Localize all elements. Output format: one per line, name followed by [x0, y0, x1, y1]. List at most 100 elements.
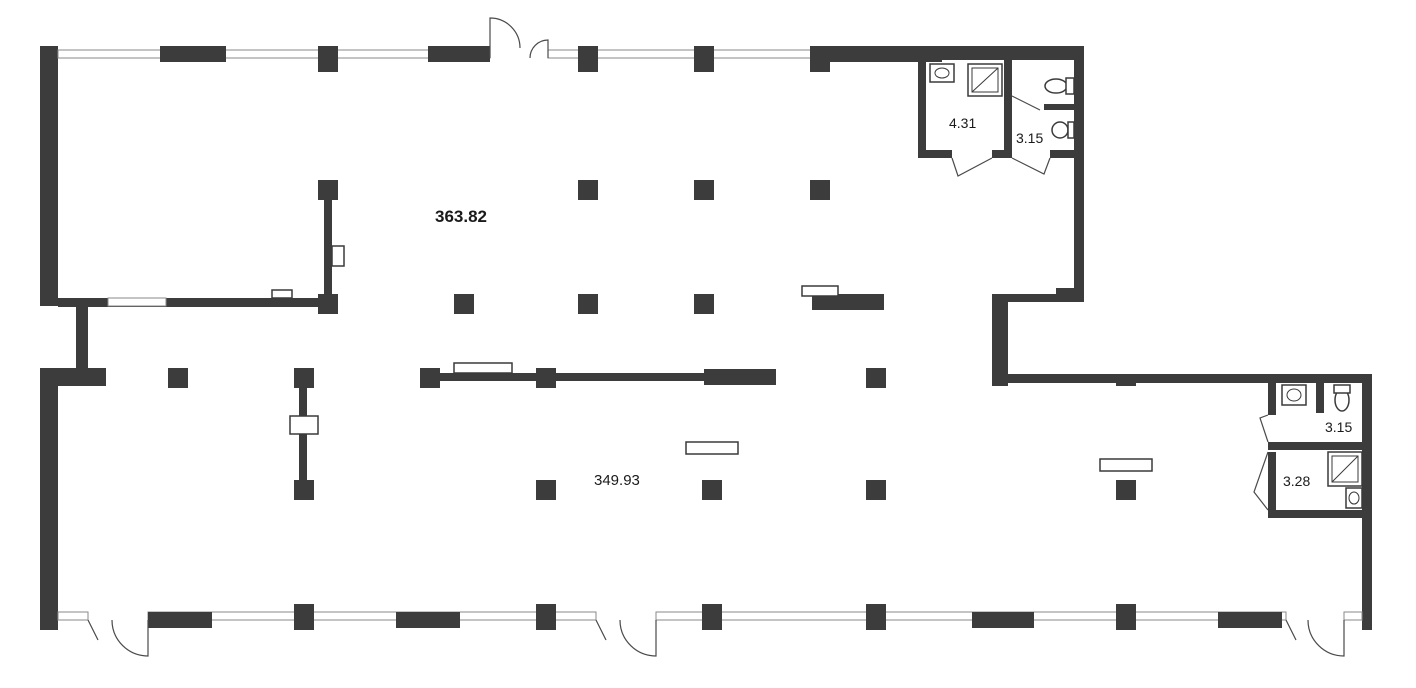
wall-wc2-divider-h	[1268, 442, 1372, 450]
radiator	[1099, 458, 1153, 472]
wall-top-seg-4	[578, 46, 598, 72]
wall-post	[1056, 288, 1074, 296]
area-label-hall-upper: 363.82	[435, 207, 487, 226]
column	[694, 180, 714, 200]
column	[454, 294, 474, 314]
column	[420, 368, 440, 388]
window-bottom-3	[655, 611, 1287, 621]
sink-icon	[1345, 487, 1363, 509]
toilet-icon	[1044, 77, 1075, 95]
door-swing-icon	[1259, 414, 1269, 443]
sink-icon	[929, 63, 955, 83]
column	[810, 180, 830, 200]
wall-bot-seg-1	[148, 612, 212, 628]
doors	[87, 17, 1345, 657]
shower-icon	[967, 63, 1003, 97]
wall-wc1-divider	[1004, 60, 1012, 158]
column	[812, 294, 884, 310]
area-label-bathroom-lower: 3.28	[1283, 473, 1310, 489]
wall-bot-seg-9	[1218, 612, 1282, 628]
window-inner	[107, 297, 167, 307]
column	[318, 294, 338, 314]
wall-bot-seg-6	[866, 604, 886, 630]
door-swing-icon	[1253, 451, 1269, 511]
wall-bot-seg-5	[702, 604, 722, 630]
door-swing-icon	[529, 39, 549, 59]
column	[866, 368, 886, 388]
wall-top-seg-2	[318, 46, 338, 72]
radiator	[331, 245, 345, 267]
columns	[168, 180, 1136, 500]
sink-icon	[1281, 384, 1307, 406]
wall-bot-seg-8	[1116, 604, 1136, 630]
window-bottom-2	[147, 611, 597, 621]
wall-left-upper	[40, 46, 58, 306]
column	[1116, 480, 1136, 500]
area-label-hall-lower: 349.93	[594, 472, 640, 489]
wall-bot-seg-4	[536, 604, 556, 630]
radiator	[685, 441, 739, 455]
wall-top-seg-3	[428, 46, 490, 62]
wall-inner-vertical	[324, 190, 332, 306]
wall-left-stub	[58, 368, 106, 386]
door-swing-icon	[951, 157, 993, 177]
wall-wc1-bottom-m	[992, 150, 1012, 158]
wall-notch	[1116, 374, 1136, 386]
wall-step-h	[992, 294, 1084, 302]
wall-wc2-bottom	[1268, 510, 1372, 518]
area-label-bathroom-upper: 4.31	[949, 115, 976, 131]
column	[294, 480, 314, 500]
window-top-1	[57, 49, 491, 59]
column	[318, 180, 338, 200]
wall-right-lower	[1362, 374, 1372, 630]
column	[578, 294, 598, 314]
radiator	[801, 285, 839, 297]
wall-wc2-divider-v	[1316, 383, 1324, 413]
partition-middle-thick	[704, 369, 776, 385]
wall-bot-seg-3	[396, 612, 460, 628]
wall-top-seg-5	[694, 46, 714, 72]
wall-middle-right	[1008, 374, 1372, 383]
door-swing-icon	[595, 619, 657, 657]
bottom-windows	[57, 604, 1363, 630]
wall-top-seg-1	[160, 46, 226, 62]
area-label-toilet-lower: 3.15	[1325, 419, 1352, 435]
column	[294, 368, 314, 388]
exterior-walls	[40, 46, 1372, 630]
wall-top-seg-6	[810, 46, 830, 72]
partition-middle	[440, 373, 704, 381]
column	[866, 480, 886, 500]
shower-icon	[1327, 451, 1363, 487]
window-bottom-1	[57, 611, 89, 621]
door-swing-icon	[1285, 619, 1345, 657]
door-swing-icon	[489, 17, 521, 58]
wall-top-right	[812, 46, 942, 62]
room-labels: 363.82 349.93 4.31 3.15 3.15 3.28	[435, 115, 1352, 489]
column	[694, 294, 714, 314]
radiator	[271, 289, 293, 299]
wall-wc2-left-b	[1268, 452, 1276, 518]
door-swing-icon	[1011, 95, 1041, 111]
sanitary	[929, 63, 1363, 509]
wall-bot-seg-7	[972, 612, 1034, 628]
radiator	[453, 362, 513, 374]
wall-step-v	[992, 294, 1008, 386]
wall-inner-horizontal	[58, 298, 338, 307]
area-label-toilet-upper: 3.15	[1016, 130, 1043, 146]
column	[536, 480, 556, 500]
window-bottom-4	[1343, 611, 1363, 621]
wall-link	[76, 306, 88, 368]
fixtures	[271, 245, 1153, 472]
wall-wc1-bottom-l	[918, 150, 952, 158]
column	[168, 368, 188, 388]
top-windows	[57, 46, 830, 72]
column	[578, 180, 598, 200]
door-swing-icon	[1011, 157, 1051, 175]
column	[702, 480, 722, 500]
radiator	[289, 415, 319, 435]
wall-wc1-bottom-r	[1050, 150, 1076, 158]
wall-wc1-inner	[1044, 104, 1074, 110]
door-swing-icon	[87, 619, 149, 657]
toilet-icon	[1333, 384, 1351, 412]
